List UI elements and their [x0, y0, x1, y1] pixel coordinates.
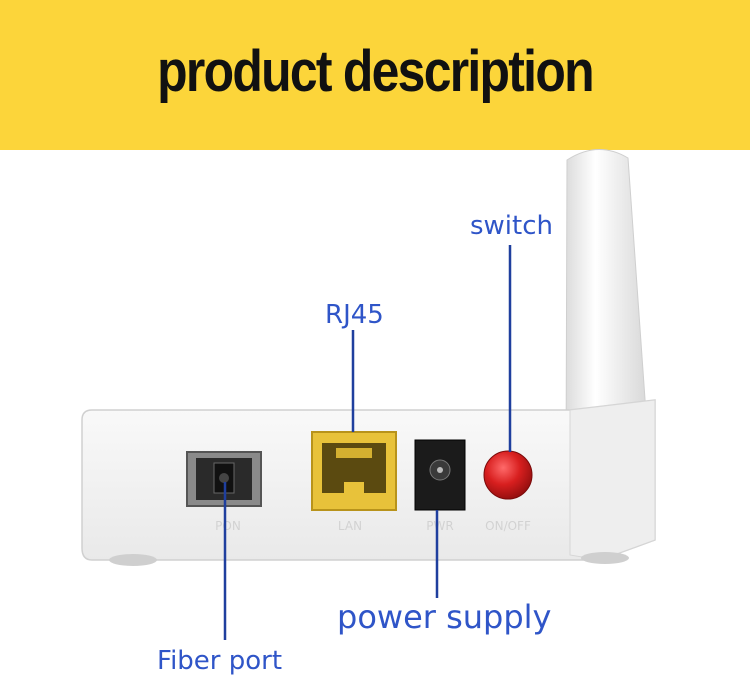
lan-marking: LAN [338, 519, 362, 533]
antenna [565, 149, 651, 471]
callout-lines [223, 245, 512, 640]
title-banner: product description [0, 0, 750, 150]
pwr-marking: PWR [426, 519, 453, 533]
rj45-label: RJ45 [325, 300, 384, 330]
power-supply-label: power supply [337, 598, 552, 636]
onoff-marking: ON/OFF [485, 519, 531, 533]
fiber-port-label: Fiber port [157, 646, 283, 676]
switch-label: switch [470, 211, 554, 241]
fiber-port [186, 451, 262, 507]
power-jack [414, 439, 466, 511]
pon-marking: PON [215, 519, 241, 533]
banner-title: product description [157, 39, 594, 104]
switch-button [483, 450, 533, 500]
rj45-port [311, 431, 397, 511]
